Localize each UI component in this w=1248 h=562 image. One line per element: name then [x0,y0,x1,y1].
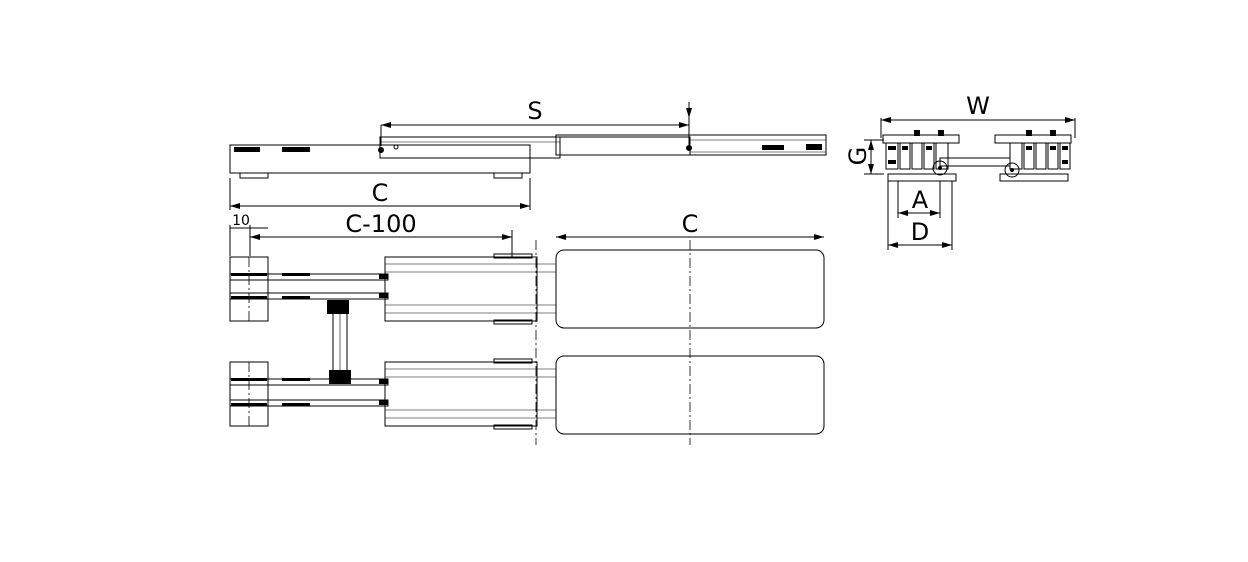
middle-rail [379,136,561,159]
carriage-plate [882,134,960,144]
coupling-hub [932,160,948,176]
base-plate [999,173,1069,182]
base-plate [887,173,957,182]
coupling-shaft [939,157,1011,167]
lower-rail-assembly [229,355,825,435]
dim-outer-label: D [911,218,929,246]
roller-marks [234,144,822,153]
carriage [555,249,825,329]
end-view: W [844,92,1076,250]
dim-carriage-label: C [682,210,699,238]
foot [239,172,269,179]
dim-offset-label: 10 [232,213,250,229]
side-view: S C [229,97,827,210]
sync-shaft [327,300,351,384]
dim-width-label: W [966,92,990,120]
foot [493,172,523,179]
upper-rail-assembly [229,249,825,329]
plan-view: 10 C-100 C [229,210,825,445]
dim-reduced-label: C-100 [345,210,416,238]
dim-total-label: C [372,179,389,207]
left-rail-section [885,130,949,170]
carriage [555,355,825,435]
carriage-plate [994,134,1072,144]
coupling-hub [1004,162,1020,178]
carriage-body [555,136,691,156]
dim-stroke-label: S [527,97,542,125]
right-rail-section [1009,130,1071,170]
extended-rail [555,134,827,156]
dim-height-label: G [844,147,872,166]
dim-inner-label: A [912,186,929,214]
